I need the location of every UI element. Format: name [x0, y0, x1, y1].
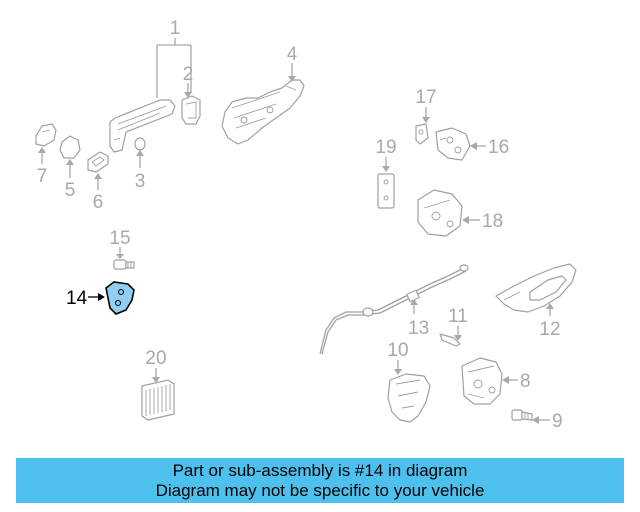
callout-7: 7: [37, 166, 48, 187]
part-4-handle-frame[interactable]: [221, 79, 305, 145]
banner-line-1: Part or sub-assembly is #14 in diagram: [172, 461, 468, 480]
part-14-highlighted[interactable]: [105, 281, 135, 315]
callout-13: 13: [408, 318, 429, 339]
callout-14: 14: [66, 288, 88, 309]
arrow-3: [136, 150, 144, 156]
part-17-bracket[interactable]: [415, 123, 429, 145]
callout-4: 4: [287, 44, 298, 65]
callout-8: 8: [520, 371, 531, 392]
arrow-13: [410, 299, 418, 305]
arrow-12: [546, 303, 554, 309]
leader-1: [156, 38, 192, 98]
arrow-16: [470, 142, 477, 150]
banner-line-2: Diagram may not be specific to your vehi…: [155, 481, 485, 500]
part-9-bolt[interactable]: [511, 409, 533, 421]
part-13-cable[interactable]: [319, 264, 469, 355]
parts-diagram: 1 2 3 4 5 6 7: [35, 18, 577, 432]
part-19-pad[interactable]: [377, 173, 395, 209]
callout-10: 10: [387, 340, 408, 361]
part-10-bracket[interactable]: [387, 373, 431, 423]
callout-15: 15: [109, 228, 130, 249]
arrow-15: [116, 254, 124, 259]
arrow-4: [288, 76, 296, 82]
callout-2: 2: [183, 64, 194, 85]
callout-16: 16: [488, 137, 509, 158]
arrow-8: [502, 376, 509, 384]
arrow-20: [152, 377, 160, 383]
arrow-6: [94, 173, 102, 179]
arrow-14: [98, 293, 105, 301]
callout-3: 3: [135, 171, 146, 192]
part-7-cover[interactable]: [35, 123, 57, 147]
callout-19: 19: [375, 137, 396, 158]
callout-17: 17: [415, 87, 436, 108]
arrow-18: [462, 216, 469, 224]
callout-9: 9: [552, 411, 563, 432]
part-16-hinge[interactable]: [435, 127, 471, 161]
part-3-oring[interactable]: [134, 137, 146, 151]
part-2-clip[interactable]: [181, 95, 201, 125]
arrow-7: [38, 147, 46, 153]
info-banner: Part or sub-assembly is #14 in diagram D…: [16, 458, 624, 503]
arrow-19: [382, 166, 390, 172]
arrow-2: [184, 92, 192, 98]
arrow-9: [532, 416, 539, 424]
arrow-11: [454, 335, 462, 341]
part-12-inside-handle[interactable]: [495, 263, 577, 313]
arrow-10: [394, 369, 402, 375]
callout-5: 5: [65, 180, 76, 201]
part-11-clip[interactable]: [439, 333, 461, 347]
callout-18: 18: [482, 211, 503, 232]
part-18-hinge[interactable]: [417, 189, 463, 237]
part-20-grille[interactable]: [141, 379, 175, 421]
part-6-bezel[interactable]: [87, 151, 109, 173]
arrow-17: [422, 117, 430, 123]
callout-12: 12: [539, 319, 560, 340]
part-8-lock-actuator[interactable]: [461, 357, 503, 405]
callout-6: 6: [93, 192, 104, 213]
arrow-5: [66, 159, 74, 165]
part-1-outside-handle[interactable]: [109, 99, 176, 153]
part-15-screw[interactable]: [113, 259, 135, 270]
part-5-cap[interactable]: [59, 135, 81, 159]
callout-1: 1: [170, 18, 181, 39]
callout-20: 20: [145, 348, 166, 369]
callout-11: 11: [448, 306, 468, 327]
